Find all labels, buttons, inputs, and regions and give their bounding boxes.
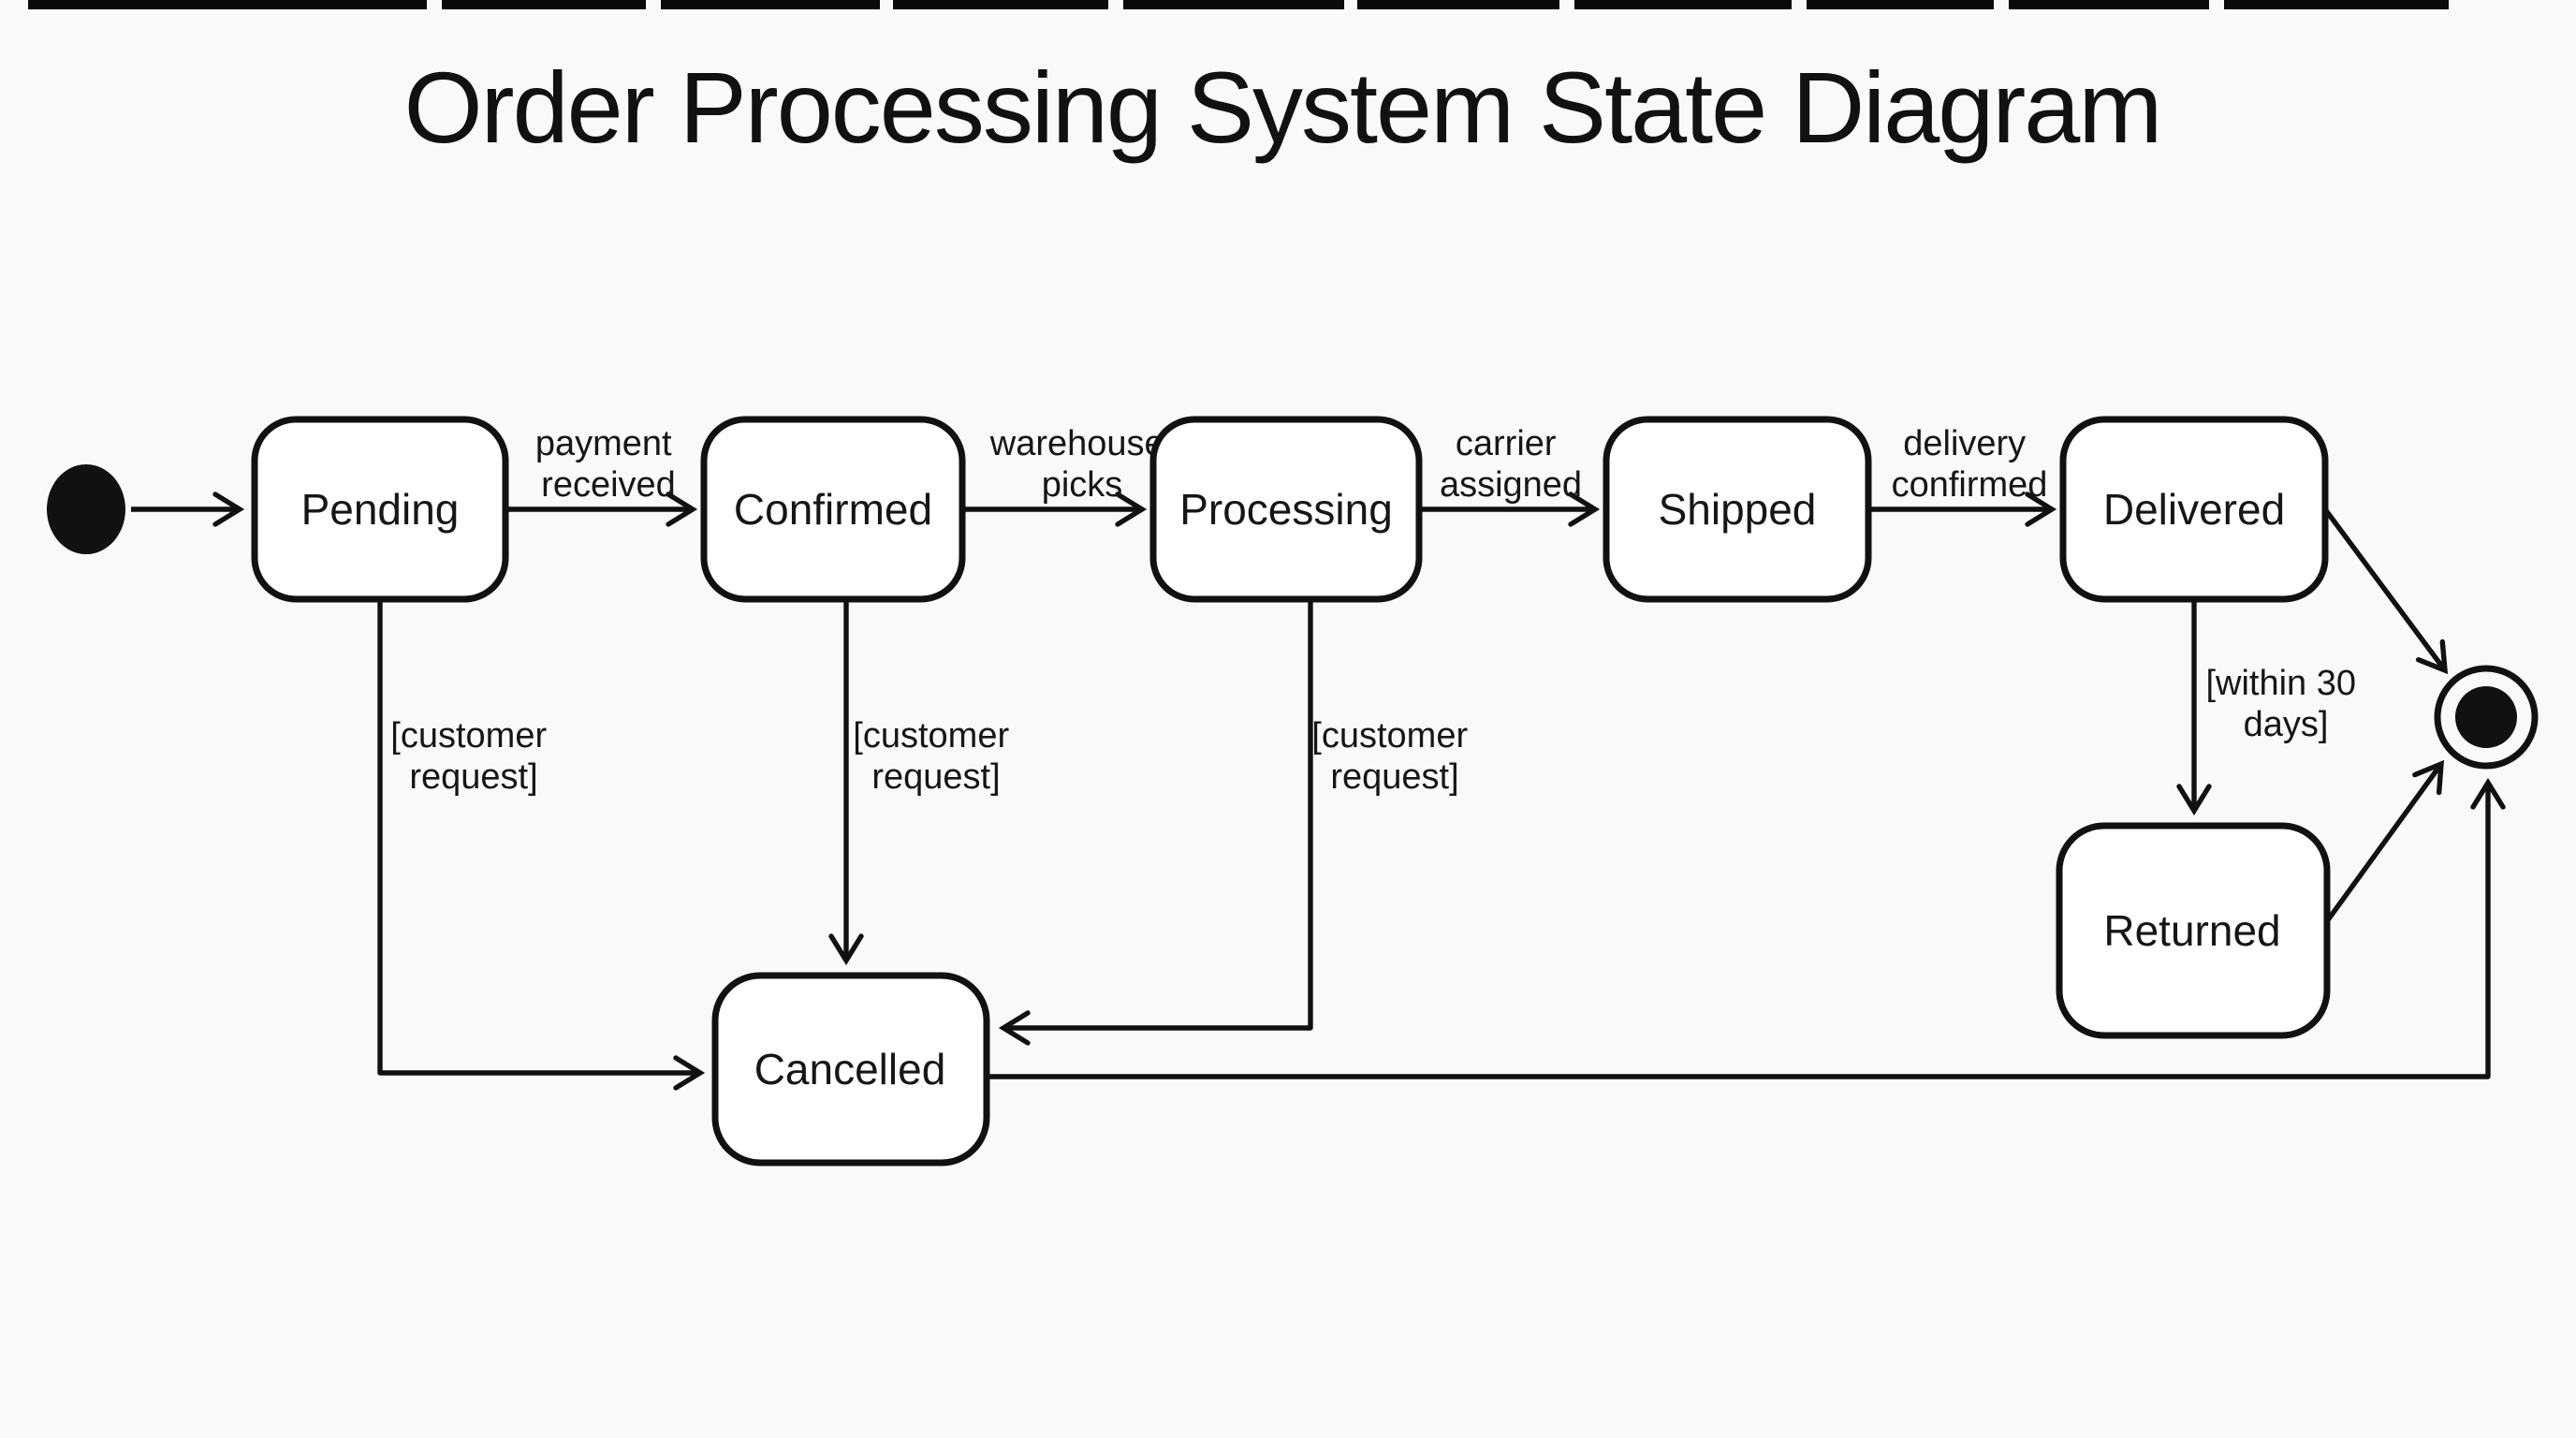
state-cancelled-box <box>711 972 990 1167</box>
transition-guard-customer-request-2: [customer request] <box>853 716 1018 797</box>
transition-label-payment-received: payment received <box>535 424 681 505</box>
transition-guard-customer-request-1: [customer request] <box>390 716 556 797</box>
state-pending-box <box>251 416 509 603</box>
state-shipped-label: Shipped <box>1659 485 1817 534</box>
transition-pending-to-cancelled <box>377 599 706 1091</box>
state-returned-label: Returned <box>2103 906 2280 955</box>
state-cancelled-label: Cancelled <box>754 1045 946 1093</box>
state-processing-box <box>1149 416 1423 603</box>
transition-guard-customer-request-3: [customer request] <box>1311 716 1477 797</box>
transition-returned-to-final <box>2324 759 2445 923</box>
state-shipped: Shipped <box>1603 416 1872 603</box>
state-delivered-label: Delivered <box>2103 485 2285 534</box>
transition-processing-to-cancelled <box>998 599 1313 1046</box>
state-shipped-box <box>1603 416 1872 603</box>
initial-state-icon <box>47 464 125 554</box>
state-delivered: Delivered <box>2059 416 2329 603</box>
transition-guard-within-30-days: [within 30 days] <box>2205 664 2365 744</box>
state-returned: Returned <box>2056 822 2331 1039</box>
state-processing-label: Processing <box>1179 485 1393 534</box>
state-pending-label: Pending <box>301 485 460 534</box>
transition-delivered-to-final <box>2322 507 2449 675</box>
state-cancelled: Cancelled <box>711 972 990 1167</box>
state-pending: Pending <box>251 416 509 603</box>
final-state-inner-dot <box>2455 686 2517 748</box>
transition-label-carrier-assigned: carrier assigned <box>1440 424 1582 505</box>
transition-label-warehouse-picks: warehouse picks <box>989 424 1174 505</box>
transition-cancelled-to-final <box>987 777 2506 1079</box>
state-returned-box <box>2056 822 2331 1039</box>
state-delivered-box <box>2059 416 2329 603</box>
state-confirmed: Confirmed <box>700 416 966 603</box>
page-title: Order Processing System State Diagram <box>404 51 2161 164</box>
state-confirmed-label: Confirmed <box>734 485 932 534</box>
state-confirmed-box <box>700 416 966 603</box>
state-processing: Processing <box>1149 416 1423 603</box>
final-state-icon <box>2434 665 2539 770</box>
transition-label-delivery-confirmed: delivery confirmed <box>1892 424 2048 505</box>
